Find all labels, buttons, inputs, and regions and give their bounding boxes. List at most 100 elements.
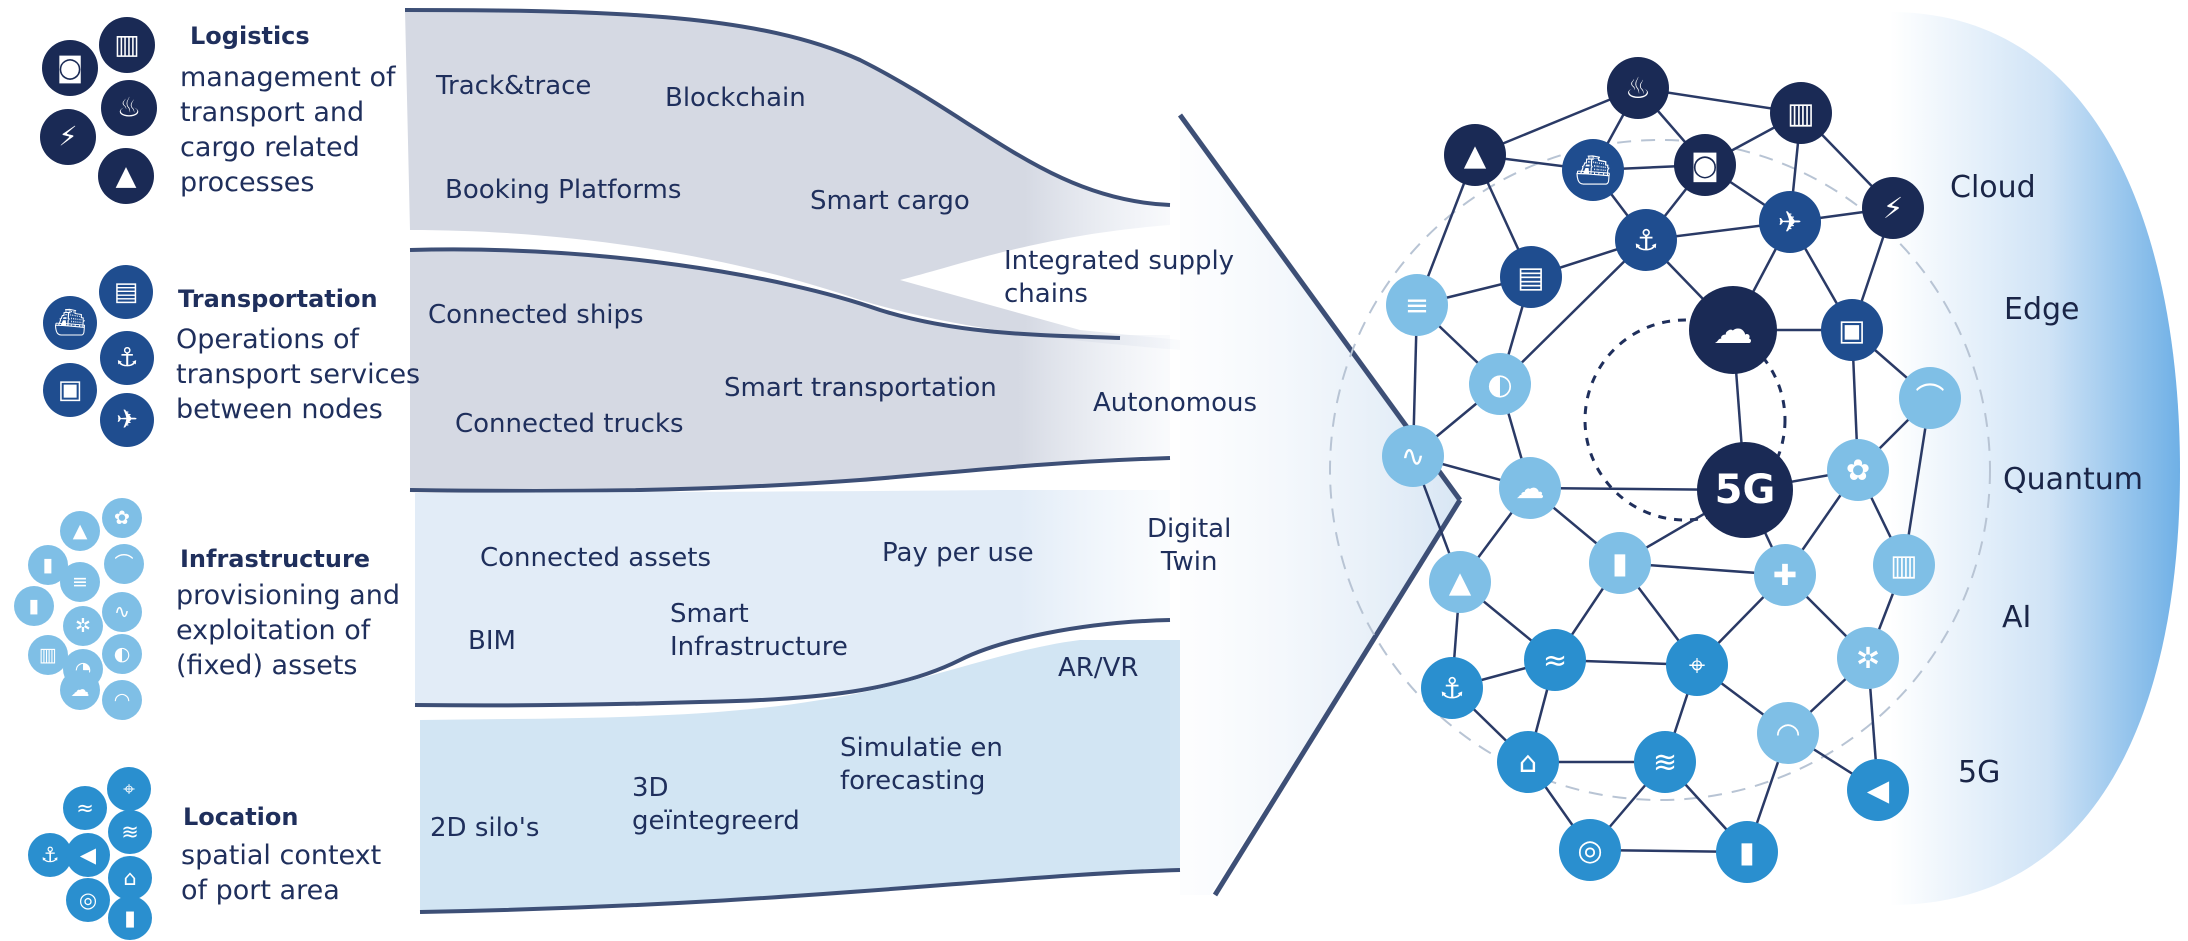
water-level-icon: ≈	[63, 786, 107, 830]
stream-label: Booking Platforms	[445, 175, 682, 205]
5g-hub-label: 5G	[1715, 467, 1776, 513]
co2-icon: ◎	[66, 878, 110, 922]
arrow-edge-bottom	[1212, 498, 1463, 897]
svg-text:◎: ◎	[79, 888, 97, 912]
svg-text:⚓: ⚓	[115, 343, 138, 373]
stream-label: Blockchain	[665, 83, 806, 113]
cctv-icon: ◐	[1469, 353, 1531, 415]
category-desc-logistics: management of transport and cargo relate…	[180, 62, 396, 199]
connectivity-network: ♨▥▲⛴◙⚡✈⚓▤≡▣◐⌒∿☁✿▮✚▲▥≈⌖✲⚓◠⌂≋◀◎▮☁5G	[1329, 57, 1991, 883]
svg-text:✈: ✈	[1778, 205, 1802, 239]
big-arrow	[1180, 115, 1460, 895]
pipe-icon: ∿	[102, 592, 142, 632]
train-icon: ▤	[99, 265, 153, 319]
svg-text:▮: ▮	[1739, 835, 1755, 869]
svg-text:▤: ▤	[114, 277, 139, 307]
cloud-upload-icon: ☁	[1499, 457, 1561, 519]
svg-text:⌂: ⌂	[123, 866, 136, 890]
stream-label: Smart transportation	[724, 373, 997, 403]
svg-text:⌖: ⌖	[1689, 648, 1705, 682]
tech-label-edge: Edge	[2004, 292, 2080, 327]
quay-icon: ⌒	[1899, 367, 1961, 429]
stream-label: Pay per use	[882, 538, 1034, 568]
ship-icon: ⛴	[43, 296, 97, 350]
shelter-icon: ⌂	[108, 856, 152, 900]
svg-text:◙: ◙	[57, 53, 83, 84]
oil-barrel-icon: ◙	[42, 40, 98, 96]
svg-text:▥: ▥	[1787, 96, 1814, 130]
train-icon: ▤	[1500, 246, 1562, 308]
transportation-stream	[409, 247, 1171, 493]
svg-text:◎: ◎	[1577, 833, 1602, 867]
crane-ship-icon: ⚓	[100, 331, 154, 385]
logistics-stream	[404, 8, 1180, 350]
svg-text:∿: ∿	[1401, 439, 1425, 473]
svg-text:▲: ▲	[1464, 138, 1487, 172]
svg-text:⚓: ⚓	[1633, 223, 1659, 257]
svg-text:▥: ▥	[114, 30, 140, 61]
stream-label: Smart cargo	[810, 186, 970, 216]
svg-text:▮: ▮	[124, 906, 136, 930]
drone-icon: ✈	[1759, 191, 1821, 253]
location-stream	[419, 640, 1181, 914]
wifi-icon: ◠	[102, 680, 142, 720]
bulk-cargo-icon: ▲	[98, 148, 154, 204]
bollard-icon: ▮	[14, 586, 54, 626]
fire-icon: ♨	[101, 80, 157, 136]
svg-text:▲: ▲	[116, 161, 137, 192]
fire-icon: ♨	[1607, 57, 1669, 119]
svg-text:✿: ✿	[114, 507, 130, 529]
tech-label-5g: 5G	[1958, 755, 2001, 790]
tech-label-ai: AI	[2002, 600, 2032, 635]
stream-label: AR/VR	[1058, 653, 1139, 683]
svg-text:☁: ☁	[1713, 307, 1753, 353]
category-title-logistics: Logistics	[190, 22, 310, 50]
truck-icon: ▣	[1821, 299, 1883, 361]
stream-label: Connected trucks	[455, 409, 684, 439]
co2-icon: ◎	[1559, 819, 1621, 881]
truck-icon: ▣	[43, 363, 97, 417]
svg-text:▲: ▲	[73, 520, 88, 542]
svg-text:◠: ◠	[1775, 716, 1800, 750]
map-pin-icon: ⌖	[107, 767, 151, 811]
cargo-ship-icon: ⛴	[1562, 139, 1624, 201]
network-icon: ✲	[63, 606, 103, 646]
megaphone-icon: ◀	[66, 833, 110, 877]
stream-label: Digital Twin	[1147, 514, 1232, 577]
wind-icon: ≋	[108, 810, 152, 854]
network-icon: ✲	[1837, 627, 1899, 689]
stream-label: BIM	[468, 626, 516, 656]
svg-text:⌖: ⌖	[123, 777, 135, 801]
oil-barrel-icon: ◙	[1674, 134, 1736, 196]
cctv-icon: ◐	[102, 634, 142, 674]
svg-text:☁: ☁	[1516, 471, 1545, 505]
container-icon: ▥	[1770, 82, 1832, 144]
plant-icon: ✿	[102, 498, 142, 538]
rail-icon: ≡	[60, 562, 100, 602]
megaphone-icon: ◀	[1847, 759, 1909, 821]
category-title-location: Location	[183, 803, 299, 831]
svg-text:⚓: ⚓	[1439, 671, 1465, 705]
svg-text:≈: ≈	[76, 796, 94, 820]
svg-text:⚡: ⚡	[59, 122, 78, 153]
svg-text:⛴: ⛴	[53, 308, 86, 338]
mooring-icon: ✚	[1754, 544, 1816, 606]
stream-label: Simulatie en forecasting	[840, 733, 1003, 796]
category-desc-transportation: Operations of transport services between…	[176, 324, 421, 426]
stream-label: 2D silo's	[430, 813, 540, 843]
stream-label: Smart Infrastructure	[670, 599, 848, 662]
svg-text:▲: ▲	[1449, 565, 1472, 599]
svg-text:≋: ≋	[1653, 745, 1677, 779]
pipe-icon: ∿	[1382, 425, 1444, 487]
ship-icon: ⚓	[1615, 209, 1677, 271]
svg-text:⛴: ⛴	[1575, 153, 1612, 187]
svg-text:◀: ◀	[1867, 773, 1890, 807]
svg-text:⚡: ⚡	[1883, 191, 1903, 225]
svg-text:≋: ≋	[121, 820, 139, 844]
tech-label-quantum: Quantum	[2003, 462, 2144, 497]
stream-label: 3D geïntegreerd	[632, 773, 800, 836]
svg-text:✲: ✲	[1856, 641, 1880, 675]
svg-text:◙: ◙	[1691, 148, 1719, 183]
energy-icon: ⚡	[40, 109, 96, 165]
svg-text:✲: ✲	[75, 615, 91, 637]
